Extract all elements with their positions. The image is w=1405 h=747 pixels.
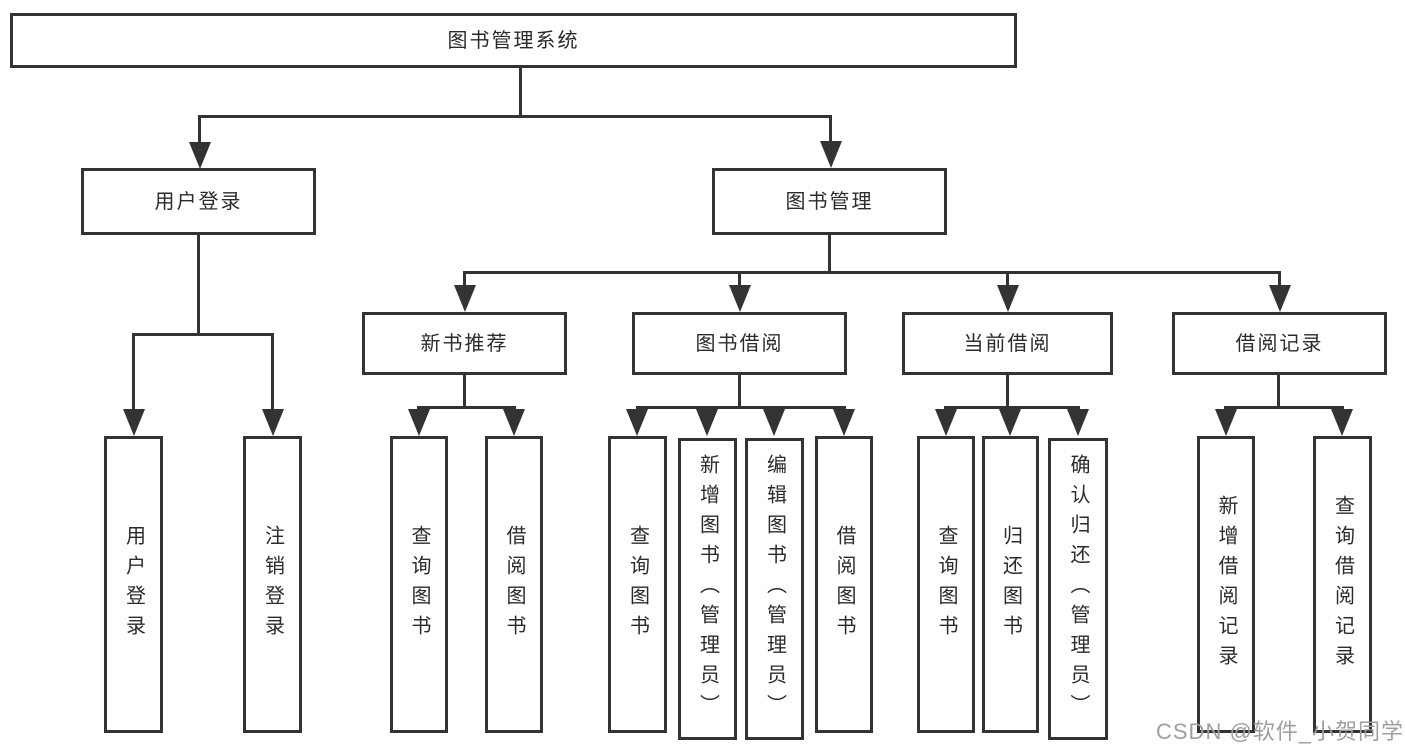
connector-to-book-management	[829, 115, 832, 144]
connector-book-borrow-rail	[636, 406, 846, 409]
arrowhead-leaf-user-login	[123, 409, 145, 436]
connector-to-book-borrow	[738, 271, 741, 288]
connector-user-login-stem	[197, 233, 200, 336]
arrowhead-borrow-books-recommend	[503, 409, 525, 436]
connector-book-borrow-stem	[738, 373, 741, 409]
node-borrowing-records: 借阅记录	[1172, 312, 1387, 375]
leaf-query-borrow-record: 查询借阅记录	[1313, 436, 1372, 733]
arrowhead-return-book	[999, 409, 1021, 436]
watermark: CSDN @软件_小贺同学	[1156, 719, 1405, 744]
arrowhead-query-books-current	[935, 409, 957, 436]
leaf-logout: 注销登录	[243, 436, 302, 733]
connector-borrow-records-stem	[1277, 373, 1280, 409]
connector-current-borrow-stem	[1006, 373, 1009, 409]
node-new-book-recommendation: 新书推荐	[362, 312, 567, 375]
leaf-add-book-admin: 新增图书（管理员）	[678, 438, 737, 740]
node-book-management: 图书管理	[712, 168, 947, 235]
leaf-user-login: 用户登录	[104, 436, 163, 733]
arrowhead-confirm-return-admin	[1067, 409, 1089, 436]
node-current-borrowing: 当前借阅	[902, 312, 1113, 375]
arrowhead-user-login	[189, 142, 211, 169]
connector-current-borrow-rail	[944, 406, 1080, 409]
arrowhead-query-borrow-record	[1331, 409, 1353, 436]
arrowhead-book-management	[820, 141, 842, 168]
connector-new-book-rail	[417, 406, 516, 409]
connector-user-login-rail	[132, 333, 274, 336]
leaf-return-book: 归还图书	[982, 436, 1039, 733]
leaf-query-books-current: 查询图书	[917, 436, 975, 733]
node-user-login: 用户登录	[81, 168, 316, 235]
connector-borrow-records-rail	[1224, 406, 1344, 409]
connector-to-new-book	[463, 271, 466, 288]
arrowhead-book-borrow	[729, 285, 751, 312]
leaf-edit-book-admin: 编辑图书（管理员）	[745, 438, 804, 740]
arrowhead-add-borrow-record	[1215, 409, 1237, 436]
connector-to-leaf-user-login	[132, 333, 135, 412]
arrowhead-borrow-books-borrow	[833, 409, 855, 436]
node-library-system: 图书管理系统	[10, 13, 1017, 68]
leaf-query-books-recommend: 查询图书	[390, 436, 448, 733]
connector-to-borrow-records	[1278, 271, 1281, 288]
arrowhead-add-book-admin	[696, 409, 718, 436]
arrowhead-current-borrow	[997, 285, 1019, 312]
leaf-query-books-borrow: 查询图书	[608, 436, 667, 733]
node-book-borrowing: 图书借阅	[632, 312, 847, 375]
connector-level1-rail	[198, 115, 832, 118]
leaf-add-borrow-record: 新增借阅记录	[1197, 436, 1255, 733]
arrowhead-borrow-records	[1269, 285, 1291, 312]
arrowhead-edit-book-admin	[763, 409, 785, 436]
arrowhead-leaf-logout	[262, 409, 284, 436]
connector-new-book-stem	[463, 373, 466, 409]
connector-to-user-login	[198, 115, 201, 144]
connector-book-mgmt-stem	[828, 233, 831, 273]
leaf-borrow-books-borrow: 借阅图书	[815, 436, 873, 733]
connector-to-leaf-logout	[271, 333, 274, 412]
connector-to-current-borrow	[1006, 271, 1009, 288]
connector-level2-rail	[463, 271, 1281, 274]
leaf-confirm-return-admin: 确认归还（管理员）	[1048, 438, 1108, 740]
connector-root-stem	[519, 66, 522, 118]
arrowhead-new-book	[454, 285, 476, 312]
leaf-borrow-books-recommend: 借阅图书	[485, 436, 543, 733]
arrowhead-query-books-borrow	[626, 409, 648, 436]
arrowhead-query-books-recommend	[408, 409, 430, 436]
